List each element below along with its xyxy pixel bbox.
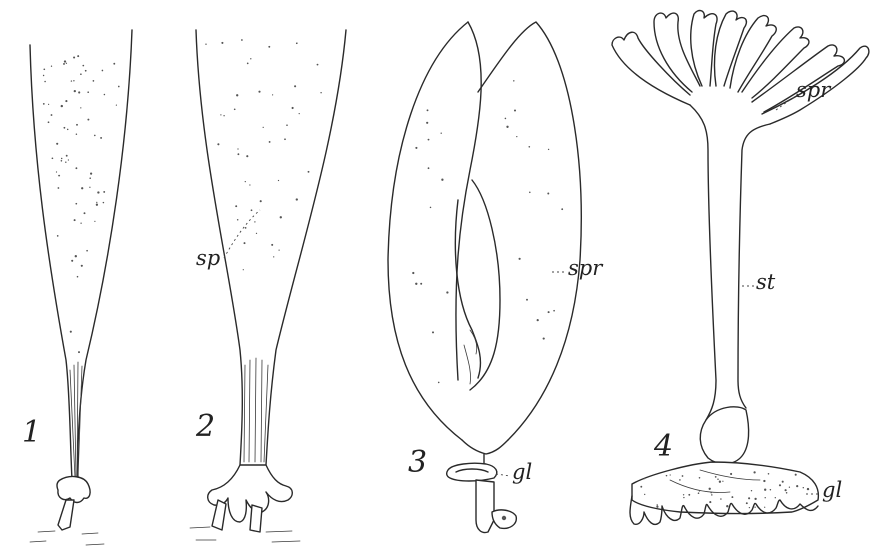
fig1-stipple [43, 55, 120, 353]
fig1-number: 1 [22, 418, 41, 448]
fig2-label-sp: sp [196, 248, 220, 269]
fig4-label-spr: spr [796, 80, 830, 101]
fig2-number: 2 [196, 412, 215, 442]
fig4-label-st: st [756, 272, 775, 293]
fig2-sp-leader [224, 210, 260, 258]
fig2-stipple [205, 39, 322, 270]
fig2-drawing [190, 30, 346, 542]
fig3-gl-leader [496, 474, 510, 476]
fig3-label-gl: gl [512, 462, 532, 483]
fig3-number: 3 [408, 448, 427, 478]
fig1-drawing [30, 30, 132, 545]
fig3-label-spr: spr [568, 258, 602, 279]
fig4-number: 4 [654, 432, 673, 462]
fig4-drawing [612, 11, 869, 525]
fig3-stipple [412, 80, 563, 383]
fig4-label-gl: gl [822, 480, 842, 501]
